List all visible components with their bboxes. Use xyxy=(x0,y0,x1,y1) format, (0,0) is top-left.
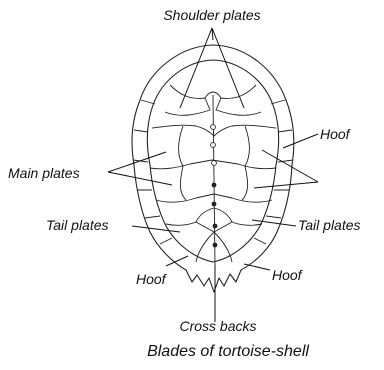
shell-midline xyxy=(213,95,215,265)
label-cross-backs: Cross backs xyxy=(179,318,256,334)
marginal-ticks-left xyxy=(133,100,172,244)
label-hoof-lower-right: Hoof xyxy=(272,267,304,283)
midline-node-3 xyxy=(212,161,217,166)
leader-hoof-lower-right xyxy=(244,264,270,270)
label-main-plates: Main plates xyxy=(8,165,80,181)
plate-seam-right-vertical xyxy=(242,126,250,200)
midline-node-7 xyxy=(213,243,218,248)
midline-node-2 xyxy=(211,143,216,148)
midline-node-5 xyxy=(212,202,217,207)
leader-tail-plates-right xyxy=(252,220,296,226)
leader-hoof-upper xyxy=(283,134,318,148)
leader-tail-plates-left xyxy=(132,226,180,232)
midline-node-6 xyxy=(213,224,218,229)
label-hoof-upper: Hoof xyxy=(320,126,352,142)
leader-main-plates xyxy=(108,150,318,188)
midline-node-1 xyxy=(211,125,216,130)
plate-seam-left-vertical xyxy=(178,126,186,200)
midline-node-4 xyxy=(212,183,217,188)
label-shoulder-plates: Shoulder plates xyxy=(163,7,260,23)
marginal-ticks-right xyxy=(254,100,293,244)
label-hoof-lower-left: Hoof xyxy=(136,271,168,287)
tail-seam-left xyxy=(166,222,214,262)
figure-caption: Blades of tortoise-shell xyxy=(147,343,309,360)
label-tail-plates-left: Tail plates xyxy=(46,217,109,233)
leader-shoulder-plates xyxy=(180,28,244,108)
tail-seam-right xyxy=(214,222,262,262)
shoulder-plate-right xyxy=(216,85,261,115)
label-tail-plates-right: Tail plates xyxy=(298,217,361,233)
